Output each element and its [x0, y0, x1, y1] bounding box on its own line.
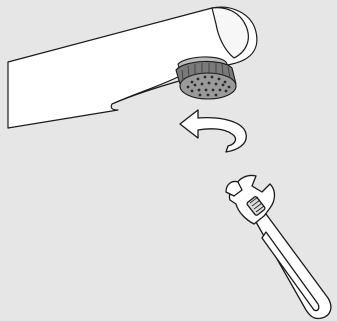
- aerator-icon: [176, 57, 236, 99]
